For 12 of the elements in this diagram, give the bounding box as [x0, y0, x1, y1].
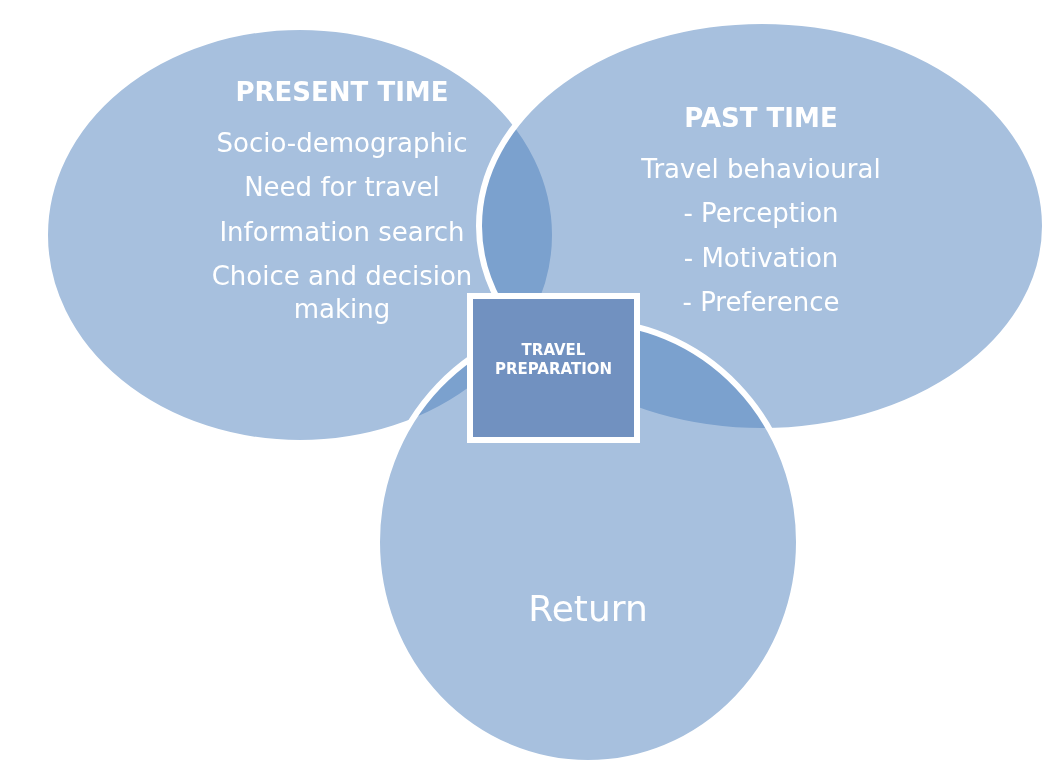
- section-heading: PAST TIME: [684, 102, 838, 135]
- node-label: Return: [528, 587, 648, 631]
- section-heading: PRESENT TIME: [235, 76, 449, 109]
- list-item: - Preference: [682, 286, 840, 319]
- list-item: Socio-demographic: [216, 126, 468, 159]
- list-item: Information search: [219, 215, 465, 248]
- node-label: TRAVEL PREPARATION: [493, 341, 614, 379]
- list-item: - Motivation: [683, 241, 839, 274]
- list-item: Travel behavioural: [641, 152, 881, 185]
- list-item: Choice and decision making: [210, 260, 474, 325]
- list-item: - Perception: [683, 197, 839, 230]
- list-item: Need for travel: [244, 171, 440, 204]
